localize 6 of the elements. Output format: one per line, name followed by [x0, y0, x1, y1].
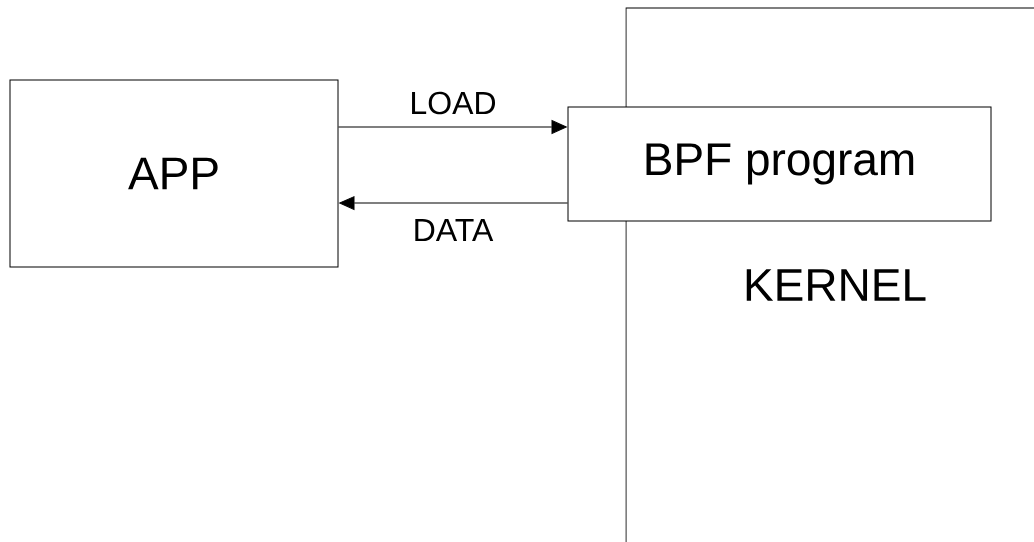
arrow [338, 120, 567, 134]
process-box: APP [9, 79, 339, 268]
edge-label: LOAD [412, 91, 496, 115]
process-box: BPF program [567, 106, 992, 222]
edge-label: DATA [415, 219, 494, 241]
arrow [339, 196, 568, 210]
